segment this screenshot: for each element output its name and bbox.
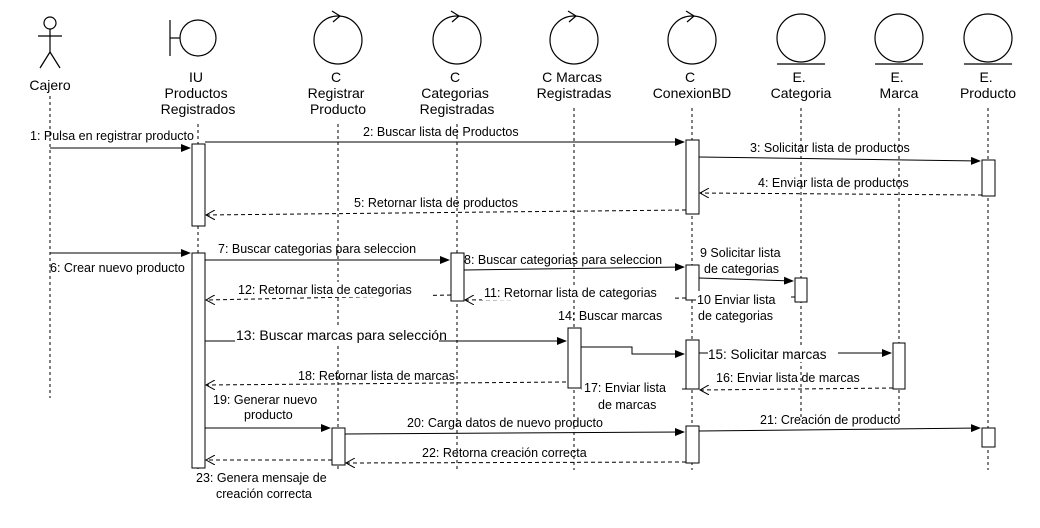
arrow-msg-20 xyxy=(344,428,685,437)
entity-icon-e-producto xyxy=(963,13,1013,65)
control-icon-c-conexion xyxy=(667,10,717,65)
msg-label-11: 11: Retornar lista de categorias xyxy=(484,286,657,300)
arrow-msg-12 xyxy=(206,294,452,300)
activation-c-marcas xyxy=(567,327,582,389)
msg-label-9: 9 Solicitar lista de categorias xyxy=(700,246,784,276)
arrow-msg-4 xyxy=(700,193,983,195)
activation-c-registrar xyxy=(331,427,346,466)
arrow-msg-21 xyxy=(698,424,981,433)
msg-label-22: 22: Retorna creación correcta xyxy=(422,446,587,460)
msg-label-2: 2: Buscar lista de Productos xyxy=(363,125,519,139)
participant-label-e-producto: E. Producto xyxy=(960,69,1016,101)
message-labels: 1: Pulsa en registrar producto 2: Buscar… xyxy=(30,125,910,503)
participant-label-c-marcas: C Marcas Registradas xyxy=(537,69,612,101)
participant-label-e-categoria: E. Categoria xyxy=(771,69,832,101)
participant-label-e-marca: E. Marca xyxy=(880,69,919,101)
participant-label-cajero: Cajero xyxy=(29,77,70,93)
control-icon-c-marcas xyxy=(549,10,599,65)
msg-label-20: 20: Carga datos de nuevo producto xyxy=(407,416,603,430)
participant-label-c-conexion: C ConexionBD xyxy=(653,69,732,101)
msg-label-18: 18: Retornar lista de marcas xyxy=(298,369,455,383)
activation-iu-1 xyxy=(191,143,206,227)
arrow-msg-3 xyxy=(698,156,981,165)
msg-label-19: 19: Generar nuevo producto xyxy=(213,393,321,422)
activation-iu-2 xyxy=(191,252,206,469)
activation-c-conexion-4 xyxy=(685,425,700,464)
activation-e-marca xyxy=(892,342,906,390)
participant-label-iu: IU Productos Registrados xyxy=(161,69,236,117)
msg-label-14: 14: Buscar marcas xyxy=(558,309,662,323)
msg-label-8: 8: Buscar categorias para seleccion xyxy=(464,253,662,267)
msg-label-10: 10 Enviar lista de categorias xyxy=(697,293,779,323)
arrow-msg-22 xyxy=(346,462,687,463)
msg-label-6: 6: Crear nuevo producto xyxy=(50,261,185,275)
arrow-msg-9 xyxy=(698,276,794,285)
activation-e-categoria xyxy=(794,277,808,303)
control-icon-c-registrar xyxy=(313,10,363,65)
msg-label-17: 17: Enviar lista de marcas xyxy=(584,381,669,412)
msg-label-7: 7: Buscar categorias para seleccion xyxy=(218,242,416,256)
arrow-msg-16 xyxy=(700,388,894,390)
activation-c-conexion-2 xyxy=(685,264,700,301)
actor-icon-cajero xyxy=(38,16,62,69)
activation-e-producto-2 xyxy=(981,427,996,448)
msg-label-12: 12: Retornar lista de categorias xyxy=(238,283,412,297)
activation-bars xyxy=(191,139,996,469)
entity-icon-e-categoria xyxy=(776,13,826,65)
control-icon-c-categorias xyxy=(432,10,482,65)
activation-c-conexion-1 xyxy=(685,139,700,215)
arrow-msg-14 xyxy=(581,346,685,358)
msg-label-3: 3: Solicitar lista de productos xyxy=(750,141,910,155)
msg-label-4: 4: Enviar lista de productos xyxy=(758,176,909,190)
msg-label-1: 1: Pulsa en registrar producto xyxy=(30,129,194,143)
msg-label-13: 13: Buscar marcas para selección xyxy=(236,327,447,343)
activation-c-categorias xyxy=(450,252,465,302)
entity-icon-e-marca xyxy=(874,13,924,65)
msg-label-5: 5: Retornar lista de productos xyxy=(354,196,518,210)
arrow-msg-5 xyxy=(206,209,687,215)
msg-label-21: 21: Creación de producto xyxy=(760,413,900,427)
participant-label-c-registrar: C Registrar Producto xyxy=(308,69,369,117)
msg-label-15: 15: Solicitar marcas xyxy=(708,347,827,362)
activation-e-producto-1 xyxy=(981,159,996,197)
participant-label-c-categorias: C Categorias Registradas xyxy=(420,69,495,117)
activation-c-conexion-3 xyxy=(685,339,700,390)
boundary-icon-iu xyxy=(169,19,217,57)
arrow-msg-8 xyxy=(463,263,685,272)
msg-label-23: 23: Genera mensaje de creación correcta xyxy=(196,471,330,501)
msg-label-16: 16: Enviar lista de marcas xyxy=(716,371,860,385)
